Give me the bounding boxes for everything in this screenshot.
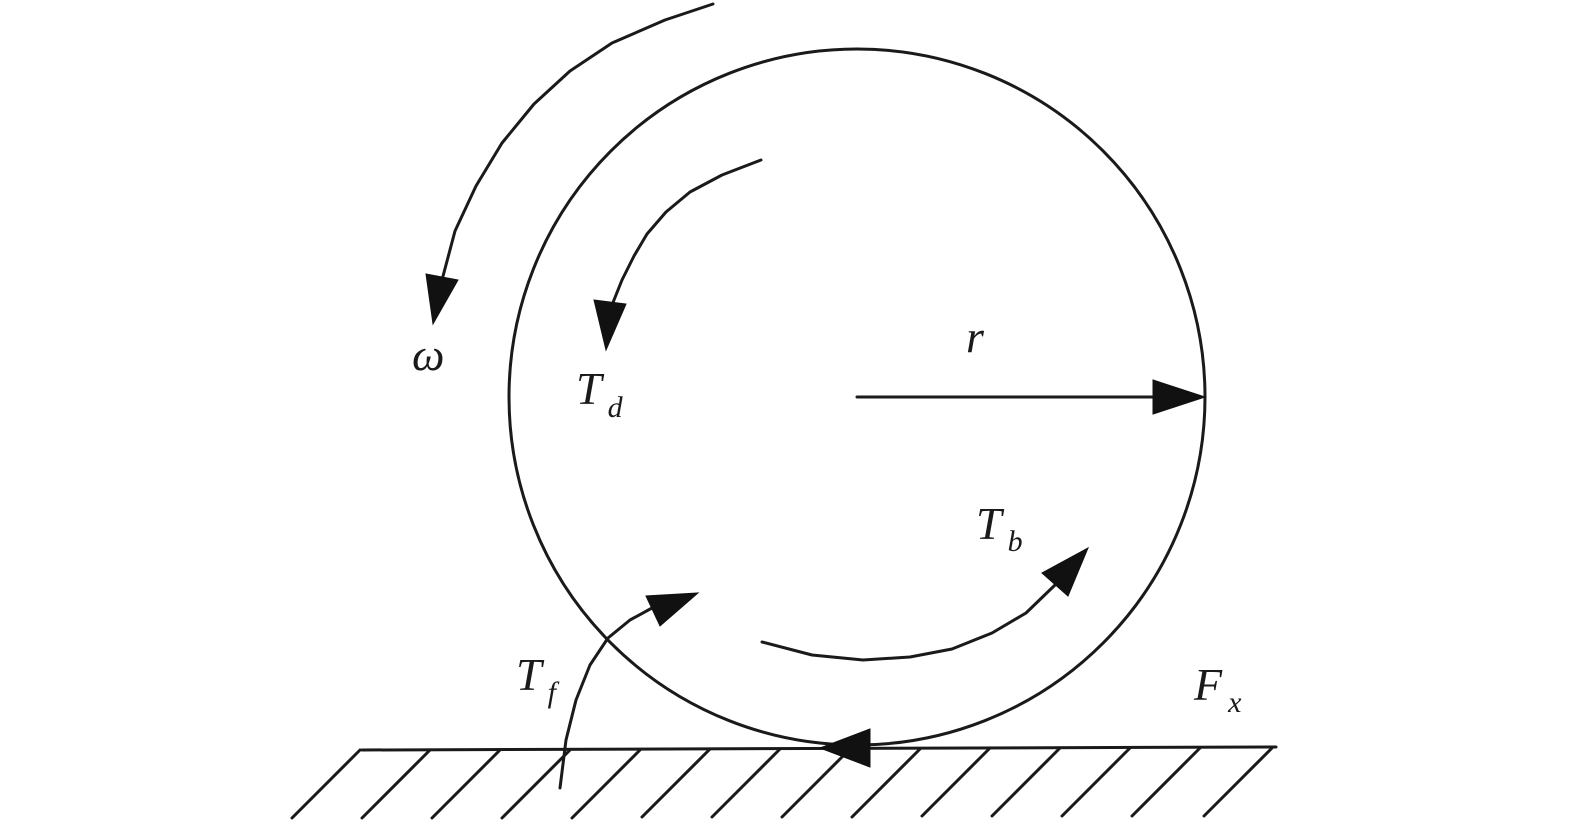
td-label-main: T: [576, 363, 605, 414]
tb-arrow-arc: [760, 583, 1057, 662]
tf-arrowhead: [645, 592, 700, 627]
ground-hatching: [290, 746, 1274, 820]
tf-arrow-arc: [558, 606, 654, 790]
tb-label-main: T: [976, 498, 1005, 549]
fx-label-sub: x: [1227, 686, 1242, 719]
hatch-line: [430, 748, 502, 820]
td-arrow-arc: [610, 158, 763, 307]
omega-label: ω: [412, 329, 444, 380]
radius-arrowhead: [1152, 379, 1207, 415]
tf-label: T f: [516, 649, 560, 709]
td-arrowhead: [593, 299, 627, 352]
tf-label-sub: f: [548, 676, 560, 709]
fx-label: F x: [1193, 659, 1242, 719]
r-label: r: [966, 311, 985, 362]
hatch-line: [640, 747, 712, 819]
ground-line: [360, 745, 1278, 752]
r-label-text: r: [966, 311, 985, 362]
hatch-line: [780, 747, 852, 819]
fx-label-main: F: [1193, 659, 1223, 710]
hatch-line: [710, 747, 782, 819]
fx-arrowhead: [818, 728, 871, 768]
hatch-line: [1130, 746, 1202, 818]
hatch-line: [360, 748, 432, 820]
hatch-line: [850, 747, 922, 819]
hatch-line: [1060, 746, 1132, 818]
td-label: T d: [576, 363, 624, 424]
hatch-line: [920, 746, 992, 818]
hatch-line: [1202, 746, 1274, 818]
omega-arrowhead: [425, 273, 459, 326]
tf-label-main: T: [516, 649, 545, 700]
tb-arrowhead: [1041, 546, 1090, 597]
omega-arrow-arc: [440, 2, 715, 282]
hatch-line: [500, 748, 572, 820]
tb-label-sub: b: [1008, 525, 1023, 558]
td-label-sub: d: [608, 391, 624, 424]
tb-label: T b: [976, 498, 1023, 558]
hatch-line: [570, 748, 642, 820]
hatch-line: [290, 748, 362, 820]
hatch-line: [990, 746, 1062, 818]
